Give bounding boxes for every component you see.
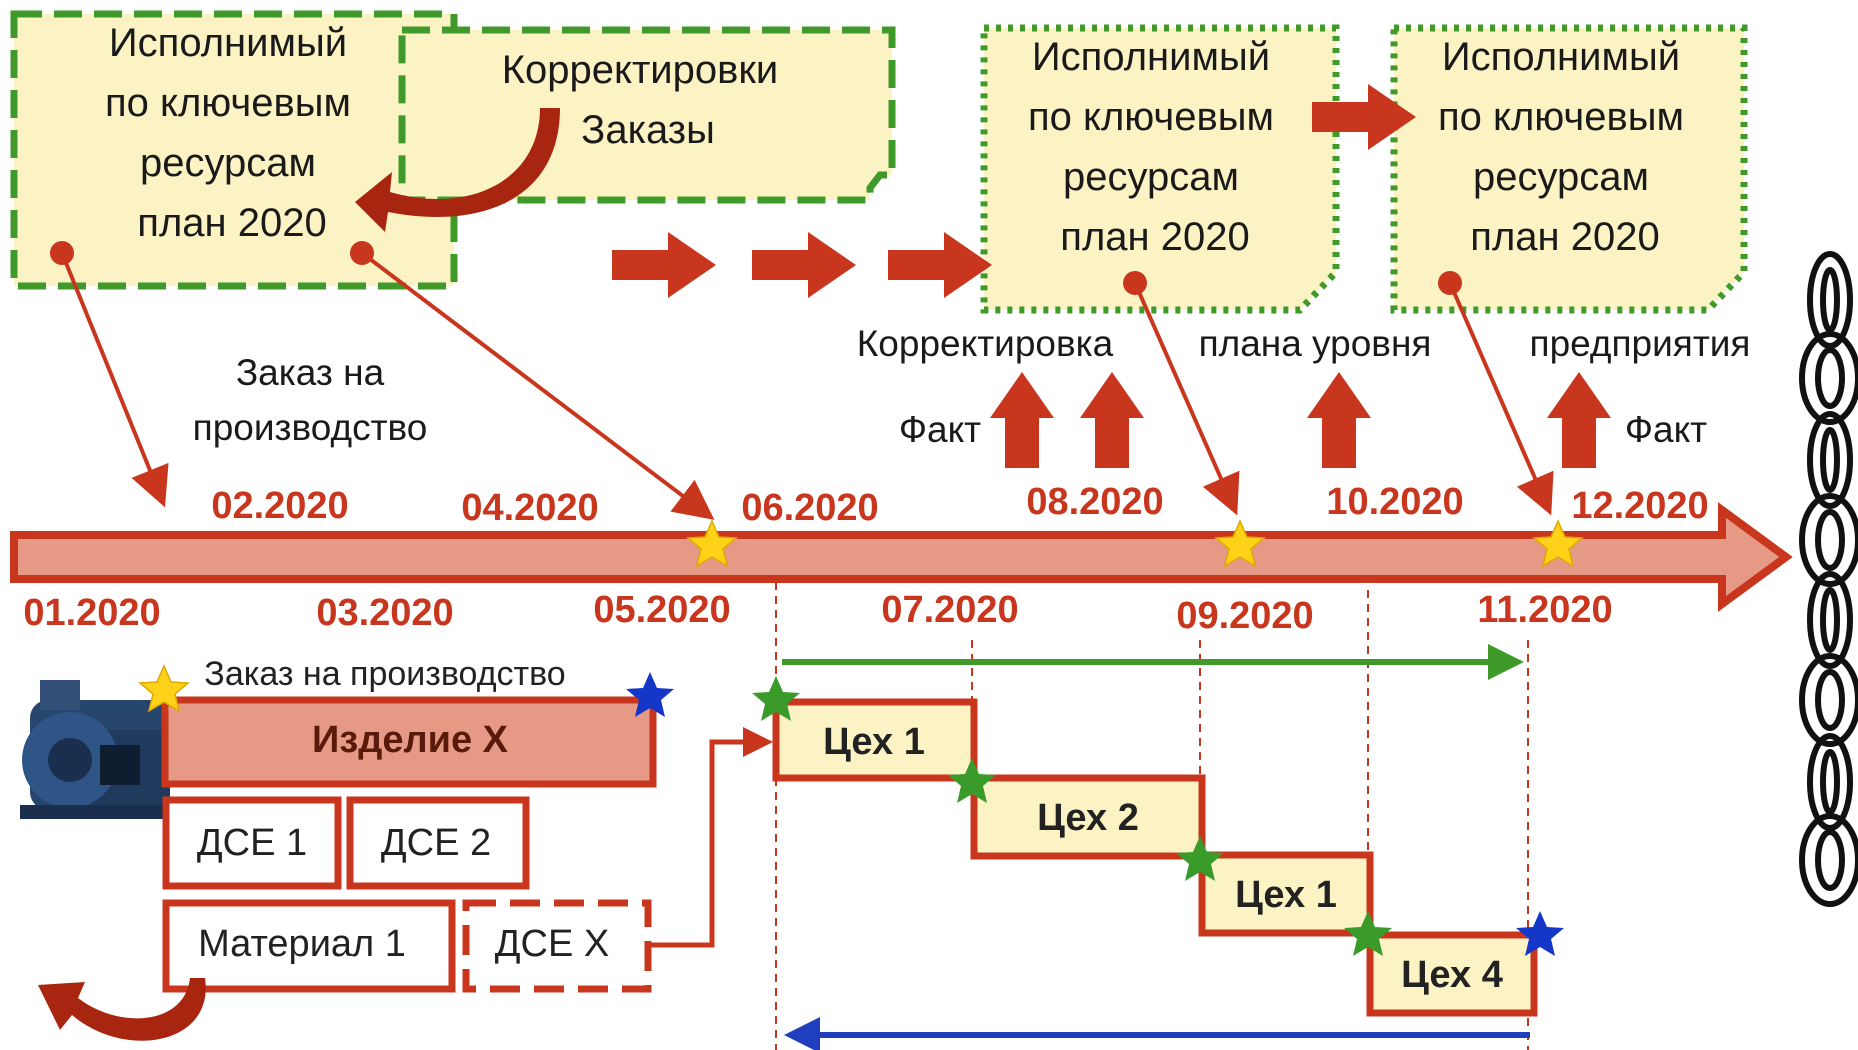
shop-2-label: Цех 2 [1037, 797, 1139, 839]
plan-box-3-line3: ресурсам [1473, 155, 1649, 199]
corrections-box: Корректировки Заказы [398, 26, 896, 204]
product-bar [161, 696, 657, 788]
plan-box-1-line4: план 2020 [137, 201, 326, 245]
shop-4-label: Цех 4 [1401, 954, 1503, 996]
up-arrow-2 [1080, 372, 1144, 468]
pointer-arrow-3 [1133, 282, 1240, 516]
order-label-line1: Заказ на [236, 352, 385, 393]
product-name: Изделие Х [312, 719, 509, 761]
part-x-to-shop-arrow [650, 727, 773, 948]
date-01-2020: 01.2020 [23, 592, 160, 634]
enterprise-word: предприятия [1530, 323, 1751, 364]
part-x-label: ДСЕ Х [495, 923, 609, 965]
date-08-2020: 08.2020 [1026, 481, 1163, 523]
flow-arrow-1 [612, 232, 716, 298]
part-2-label: ДСЕ 2 [381, 822, 491, 864]
plan-box-2-line4: план 2020 [1060, 215, 1249, 259]
material-box: Материал 1 [162, 899, 456, 993]
plan-box-2-line3: ресурсам [1063, 155, 1239, 199]
shop-1-label: Цех 1 [823, 721, 925, 763]
date-11-2020: 11.2020 [1477, 589, 1612, 631]
plan-box-2-line2: по ключевым [1028, 95, 1274, 139]
timeline-arrow [10, 502, 1793, 612]
date-07-2020: 07.2020 [881, 589, 1018, 631]
flow-arrows [612, 84, 1416, 298]
date-12-2020: 12.2020 [1571, 485, 1708, 527]
pointer-arrows [50, 241, 1554, 520]
pointer-arrow-4 [1448, 282, 1554, 516]
shop-box-4: Цех 4 [1366, 931, 1538, 1017]
plan-box-1: Исполнимый по ключевым ресурсам план 202… [10, 10, 458, 290]
flow-arrow-3 [888, 232, 992, 298]
correction-word: Корректировка [857, 323, 1114, 364]
order-bar-label: Заказ на производство [204, 655, 565, 693]
pointer-arrow-2 [360, 251, 715, 520]
flow-arrow-4 [1312, 84, 1416, 150]
part-box-2: ДСЕ 2 [346, 796, 530, 890]
date-05-2020: 05.2020 [593, 589, 730, 631]
fact-label-right: Факт [1625, 409, 1707, 450]
part-box-1: ДСЕ 1 [162, 796, 342, 890]
shop-box-1: Цех 1 [772, 698, 978, 782]
part-1-label: ДСЕ 1 [197, 822, 307, 864]
date-03-2020: 03.2020 [316, 592, 453, 634]
part-box-x: ДСЕ Х [462, 899, 652, 993]
up-arrow-3 [1307, 372, 1371, 468]
corrections-line2: Заказы [581, 108, 715, 152]
plan-box-1-line2: по ключевым [105, 81, 351, 125]
date-09-2020: 09.2020 [1176, 595, 1313, 637]
pointer-arrow-1 [60, 252, 169, 508]
feedback-curve-arrow [355, 108, 560, 232]
order-label-line2: производство [193, 407, 428, 448]
up-arrow-4 [1547, 372, 1611, 468]
corrections-line1: Корректировки [502, 48, 778, 92]
fact-up-arrows [990, 372, 1611, 468]
date-04-2020: 04.2020 [461, 487, 598, 529]
plan-box-2-line1: Исполнимый [1032, 35, 1270, 79]
material-label: Материал 1 [198, 923, 406, 965]
plan-box-3-line4: план 2020 [1470, 215, 1659, 259]
plan-box-1-line1: Исполнимый [109, 21, 347, 65]
shop-3-label: Цех 1 [1235, 874, 1337, 916]
flow-arrow-2 [752, 232, 856, 298]
plan-box-3-line1: Исполнимый [1442, 35, 1680, 79]
date-02-2020: 02.2020 [211, 485, 348, 527]
shop-box-3: Цех 1 [1198, 851, 1374, 937]
up-arrow-1 [990, 372, 1054, 468]
shop-box-2: Цех 2 [970, 774, 1206, 860]
plan-box-1-line3: ресурсам [140, 141, 316, 185]
date-06-2020: 06.2020 [741, 487, 878, 529]
date-10-2020: 10.2020 [1326, 481, 1463, 523]
plan-box-3: Исполнимый по ключевым ресурсам план 202… [1390, 24, 1748, 314]
plan-box-3-line2: по ключевым [1438, 95, 1684, 139]
bottom-loop-arrow [38, 978, 206, 1041]
chain-icon [1799, 251, 1858, 907]
fact-label-left: Факт [899, 409, 981, 450]
pump-image [20, 680, 170, 819]
plan-box-2: Исполнимый по ключевым ресурсам план 202… [980, 24, 1340, 314]
plan-level-word: плана уровня [1199, 323, 1432, 364]
